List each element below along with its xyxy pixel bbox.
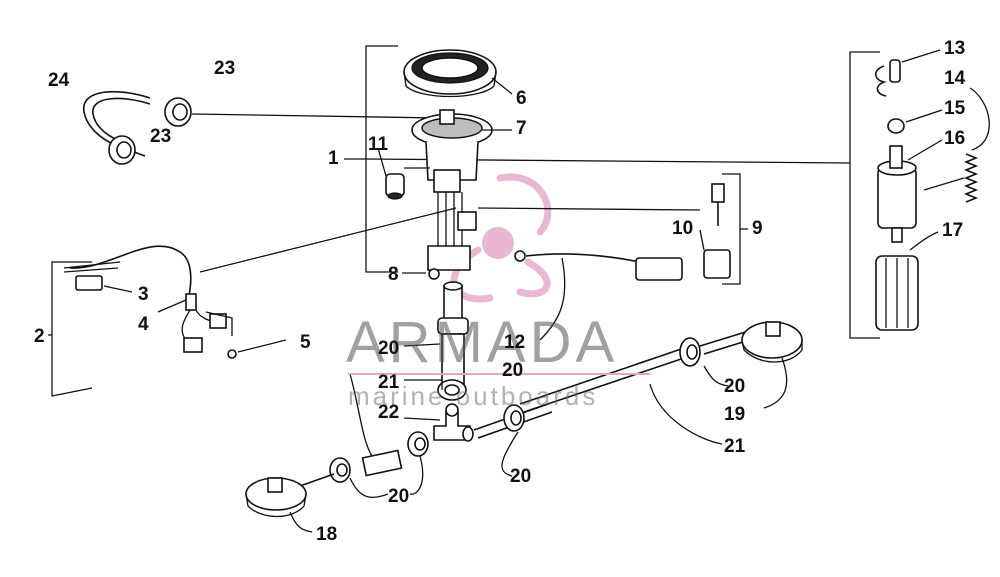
part-4-harness-connector — [181, 293, 233, 353]
callout-13: 13 — [944, 38, 965, 59]
part-20-tube-upper — [437, 281, 469, 337]
part-19-strainer-right — [741, 321, 803, 363]
part-7-pump-module — [411, 109, 493, 280]
part-24-fuel-hose — [83, 90, 151, 149]
part-15-seal — [887, 118, 905, 134]
callout-16: 16 — [944, 128, 965, 149]
part-20-clamp-right-b — [679, 337, 701, 367]
callout-7: 7 — [516, 118, 527, 139]
callout-20-upper-left: 20 — [378, 338, 399, 359]
part-12-sender-wire — [514, 250, 683, 341]
callout-19: 19 — [724, 404, 745, 425]
callout-1: 1 — [328, 148, 339, 169]
part-20-clamp-left-a — [407, 431, 429, 457]
callout-5: 5 — [300, 332, 311, 353]
callout-17: 17 — [942, 220, 963, 241]
callout-20-mid: 20 — [502, 360, 523, 381]
callout-23-bottom: 23 — [150, 126, 171, 147]
part-20-clamp-left-b — [329, 457, 351, 483]
part-23-clamp-upper — [164, 97, 192, 127]
callout-9: 9 — [752, 218, 763, 239]
part-18-strainer-left — [245, 477, 307, 518]
part-11-grommet — [377, 147, 405, 200]
bracket-right — [849, 51, 880, 339]
watermark-tagline: marine outboards — [348, 381, 598, 411]
part-20-clamp-mid — [437, 379, 467, 401]
part-14-spring — [963, 153, 979, 203]
part-16-fuel-pump — [877, 145, 917, 243]
callout-3: 3 — [138, 284, 149, 305]
callout-6: 6 — [516, 88, 527, 109]
part-20-clamp-right-a — [503, 404, 525, 432]
armada-logo-icon — [450, 173, 552, 303]
callout-11: 11 — [368, 134, 389, 155]
watermark-brand: ARMADA — [346, 310, 618, 375]
part-3-wire-harness — [63, 245, 192, 301]
part-5-screw — [227, 339, 287, 359]
callout-4: 4 — [138, 314, 149, 335]
callout-21-upper: 21 — [378, 372, 400, 393]
callout-20-lower: 20 — [510, 466, 531, 487]
bracket-9 — [722, 173, 748, 285]
callout-23-top: 23 — [214, 58, 235, 79]
callout-10: 10 — [672, 218, 693, 239]
callout-2: 2 — [34, 326, 45, 347]
bracket-2 — [48, 261, 93, 397]
part-6-lock-ring — [403, 49, 497, 98]
callout-14: 14 — [944, 68, 966, 89]
part-17-pump-strainer — [875, 255, 919, 331]
callout-18: 18 — [316, 524, 337, 545]
part-10-connector — [699, 183, 731, 279]
part-21-hose-left — [361, 449, 403, 477]
callout-20-right: 20 — [724, 376, 745, 397]
part-22-t-fitting — [433, 403, 474, 442]
callout-8: 8 — [388, 264, 399, 285]
part-13-hose-coil — [874, 59, 901, 97]
callout-12: 12 — [504, 332, 525, 353]
callout-20-bottom: 20 — [388, 486, 409, 507]
part-23-clamp-lower — [108, 135, 146, 165]
callout-22: 22 — [378, 402, 399, 423]
callout-24: 24 — [48, 70, 70, 91]
callout-21-right: 21 — [724, 436, 746, 457]
callout-15: 15 — [944, 98, 966, 119]
